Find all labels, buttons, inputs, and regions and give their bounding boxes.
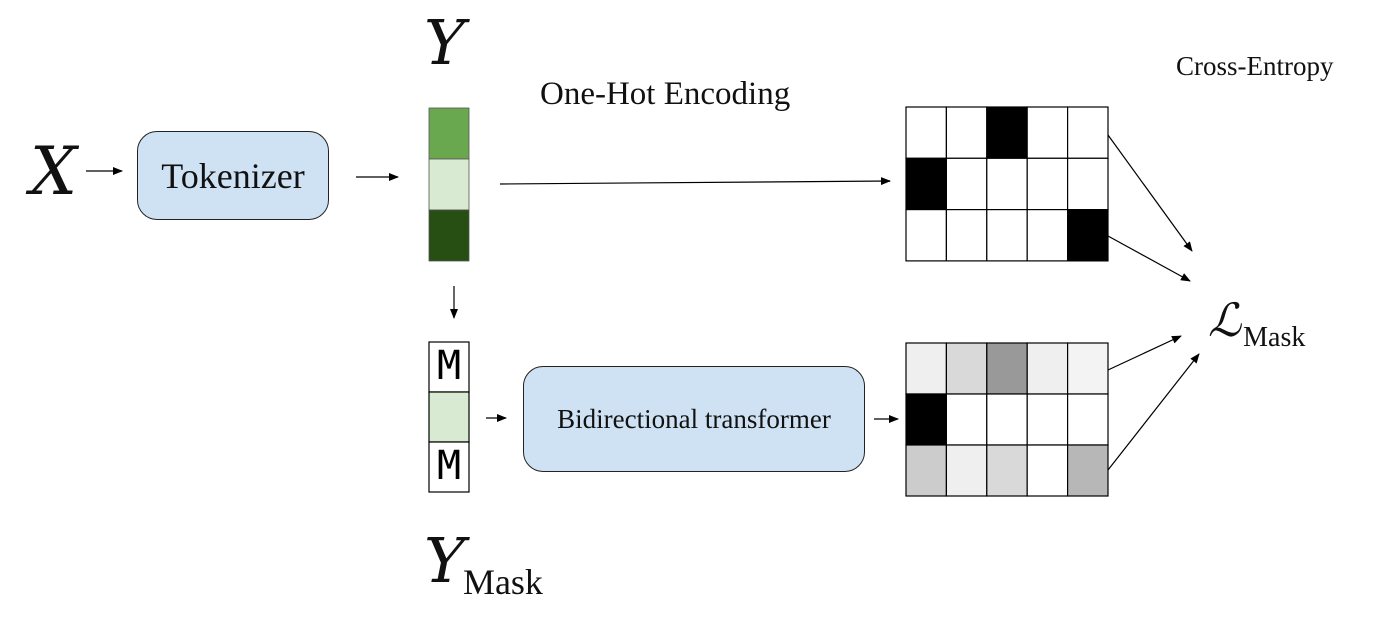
one-hot-grid-cell <box>986 106 1028 159</box>
prediction-grid-cell <box>1066 393 1109 446</box>
prediction-grid-cell <box>1026 393 1069 446</box>
one-hot-grid-cell <box>1066 106 1109 159</box>
cross-entropy-label: Cross-Entropy <box>1176 51 1334 81</box>
bidirectional-transformer-box: Bidirectional transformer <box>523 366 865 472</box>
prediction-grid-cell <box>1026 342 1069 395</box>
input-label: X <box>30 133 77 210</box>
token-cell <box>428 391 470 443</box>
masked-tokens-base: Y <box>424 524 465 597</box>
mask-token-label: M <box>437 343 461 389</box>
prediction-grid-cell <box>945 342 988 395</box>
loss-label: ℒMask <box>1208 290 1305 362</box>
token-cell <box>428 158 470 211</box>
prediction-grid-cell <box>905 342 948 395</box>
mask-token-cell <box>428 441 470 493</box>
prediction-grid-cell <box>1026 444 1069 497</box>
prediction-grid-cell <box>986 393 1028 446</box>
prediction-grid-cell <box>945 393 988 446</box>
one-hot-grid-cell <box>1066 209 1109 262</box>
one-hot-grid-cell <box>945 209 988 262</box>
loss-subscript: Mask <box>1243 322 1306 353</box>
transformer-label: Bidirectional transformer <box>557 403 831 434</box>
prediction-grid-cell <box>905 444 948 497</box>
one-hot-grid-cell <box>986 209 1028 262</box>
prediction-grid-cell <box>1066 444 1109 497</box>
one-hot-grid-cell <box>905 157 948 211</box>
one-hot-grid-cell <box>1066 157 1109 211</box>
tokenizer-box: Tokenizer <box>137 131 329 220</box>
mask-token-label: M <box>437 443 461 489</box>
token-cell <box>428 209 470 262</box>
prediction-grid-cell <box>905 393 948 446</box>
prediction-grid-cell <box>986 342 1028 395</box>
one-hot-grid-cell <box>945 157 988 211</box>
arrow-onehot-row3-to-loss <box>1107 235 1191 282</box>
prediction-grid-cell <box>945 444 988 497</box>
loss-script-l: ℒ <box>1208 293 1242 347</box>
mask-token-cell <box>428 341 470 393</box>
one-hot-encoding-label: One-Hot Encoding <box>540 76 791 112</box>
masked-tokens-subscript: Mask <box>462 562 543 602</box>
arrow-onehot-row1-to-loss <box>1107 134 1193 252</box>
one-hot-grid-cell <box>945 106 988 159</box>
masked-tokens-label: YMask <box>424 526 543 613</box>
one-hot-grid-cell <box>1026 209 1069 262</box>
arrow-pred-row1-to-loss <box>1107 335 1182 371</box>
one-hot-grid-cell <box>986 157 1028 211</box>
one-hot-grid-cell <box>1026 106 1069 159</box>
arrow-one-hot-encoding <box>499 177 891 186</box>
tokenizer-label: Tokenizer <box>161 155 305 196</box>
prediction-grid-cell <box>1066 342 1109 395</box>
prediction-grid-cell <box>986 444 1028 497</box>
token-cell <box>428 107 470 160</box>
arrow-pred-row3-to-loss <box>1107 353 1200 471</box>
one-hot-grid-cell <box>1026 157 1069 211</box>
one-hot-grid-cell <box>905 106 948 159</box>
tokens-label: Y <box>424 6 465 79</box>
one-hot-grid-cell <box>905 209 948 262</box>
